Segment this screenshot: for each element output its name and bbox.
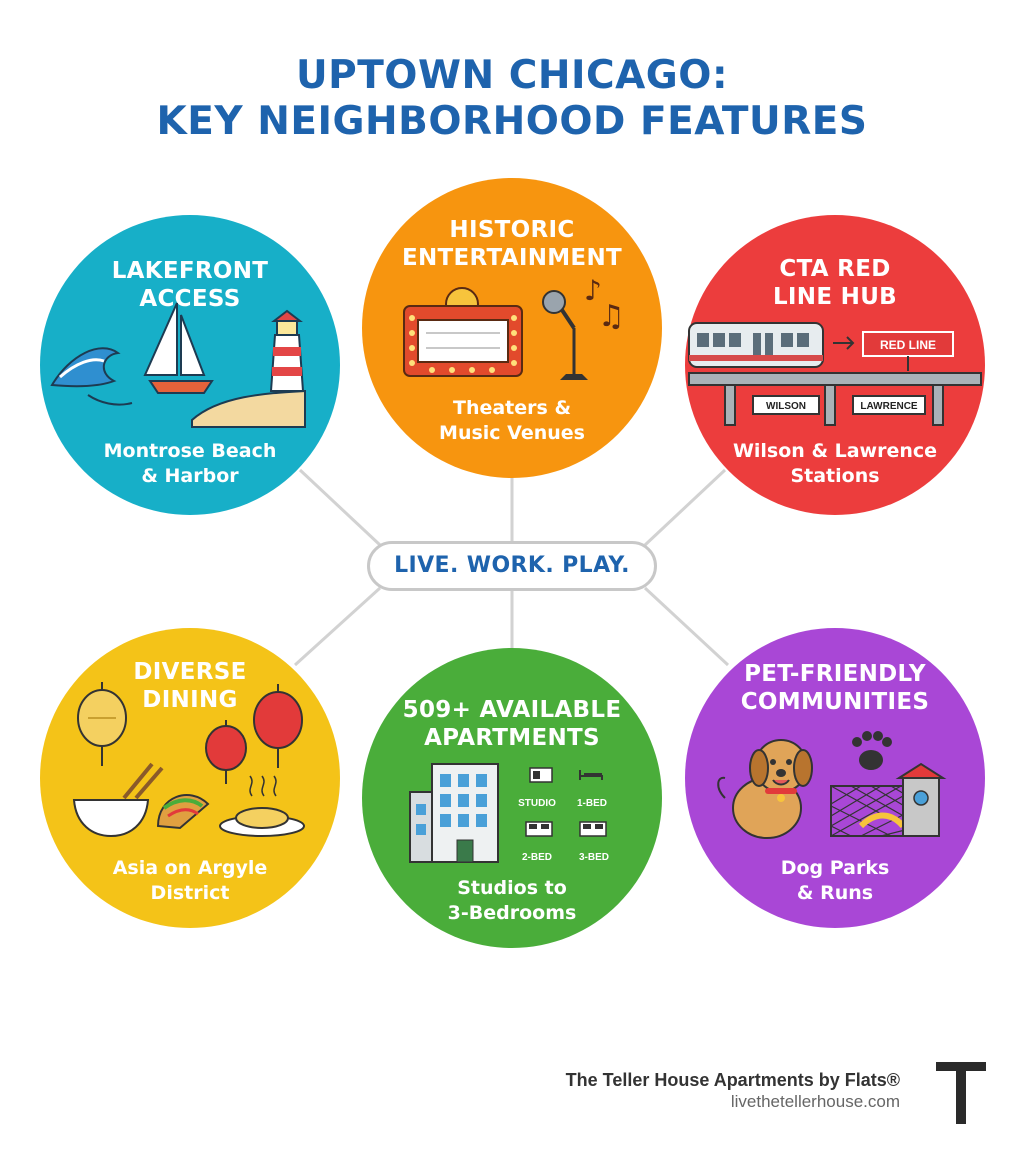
entertainment-subtitle-line2: Music Venues [439, 422, 585, 444]
two-bed-unit: 2-BED [522, 821, 553, 863]
entertainment-title-line1: HISTORIC [449, 217, 575, 243]
transit-title-line1: CTA RED [779, 256, 891, 282]
microphone-icon [542, 290, 588, 380]
noodle-bowl-icon [72, 762, 164, 838]
svg-text:STUDIO: STUDIO [518, 798, 556, 809]
lakefront-illustration [50, 302, 306, 428]
footer-website-link[interactable]: livethetellerhouse.com [730, 1092, 900, 1111]
svg-text:♫: ♫ [598, 299, 625, 334]
taco-icon [156, 794, 210, 830]
svg-text:2-BED: 2-BED [522, 852, 552, 863]
dining-subtitle-line1: Asia on Argyle [112, 857, 268, 879]
dog-icon [717, 739, 813, 839]
feature-transit: CTA RED LINE HUB RED LINE W [685, 215, 985, 515]
apartments-subtitle-line1: Studios to [457, 877, 567, 899]
arrow-icon [833, 336, 855, 350]
svg-text:1-BED: 1-BED [577, 798, 607, 809]
apartments-subtitle-line2: 3-Bedrooms [447, 902, 577, 924]
train-icon [688, 322, 824, 368]
feature-entertainment: HISTORIC ENTERTAINMENT ♪ ♫ Theaters & Mu… [362, 178, 662, 478]
three-bed-unit: 3-BED [579, 821, 609, 863]
sailboat-icon [143, 302, 214, 394]
wave-icon [50, 347, 133, 406]
building-icon [409, 763, 499, 863]
paw-print-icon [852, 731, 892, 770]
center-tagline: LIVE. WORK. PLAY. [367, 541, 657, 591]
entertainment-illustration: ♪ ♫ [403, 274, 625, 380]
pets-illustration [717, 731, 947, 839]
apartments-title-line1: 509+ AVAILABLE [402, 697, 622, 723]
station-sign-wilson: WILSON [752, 395, 820, 415]
dog-park-icon [830, 762, 947, 837]
transit-illustration: RED LINE WILSON LAWRENCE [688, 322, 982, 426]
pets-subtitle-line2: & Runs [796, 882, 874, 904]
entertainment-subtitle-line1: Theaters & [452, 397, 572, 419]
elevated-track [688, 372, 982, 426]
svg-text:♪: ♪ [584, 274, 602, 307]
theater-marquee-icon [403, 287, 523, 377]
dining-illustration [72, 682, 305, 838]
transit-subtitle-line1: Wilson & Lawrence [732, 440, 938, 462]
transit-title-line2: LINE HUB [772, 284, 898, 310]
studio-unit: STUDIO [518, 767, 556, 809]
dining-title-line2: DINING [142, 687, 238, 713]
dining-subtitle-line2: District [150, 882, 230, 904]
lighthouse-icon [269, 309, 305, 392]
feature-pets: PET-FRIENDLY COMMUNITIES Dog Parks [685, 628, 985, 928]
feature-dining: DIVERSE DINING [40, 628, 340, 928]
feature-lakefront: LAKEFRONT ACCESS Montrose Beach & Harbor [40, 215, 340, 515]
station-sign-lawrence: LAWRENCE [852, 395, 926, 415]
pets-title-line2: COMMUNITIES [740, 689, 930, 715]
lakefront-subtitle-line1: Montrose Beach [103, 440, 277, 462]
transit-subtitle-line2: Stations [790, 465, 880, 487]
apartments-title-line2: APARTMENTS [424, 725, 600, 751]
one-bed-unit: 1-BED [577, 770, 607, 809]
lakefront-subtitle-line2: & Harbor [141, 465, 239, 487]
pasta-plate-icon [219, 775, 305, 837]
pets-title-line1: PET-FRIENDLY [744, 661, 926, 687]
lantern-icon-left [77, 682, 127, 766]
footer-brand-name: The Teller House Apartments by Flats® [565, 1070, 900, 1090]
red-line-sign-label: RED LINE [880, 338, 936, 352]
music-notes-icon: ♪ ♫ [584, 274, 625, 334]
red-line-sign: RED LINE [862, 331, 954, 371]
svg-text:LAWRENCE: LAWRENCE [860, 401, 918, 412]
beach-icon [191, 389, 306, 428]
lantern-icon-right [253, 684, 303, 768]
dining-title-line1: DIVERSE [133, 659, 247, 685]
svg-text:3-BED: 3-BED [579, 852, 609, 863]
page-title-line1: UPTOWN CHICAGO: [295, 53, 729, 98]
apartments-illustration: STUDIO 1-BED 2-BED 3-BED [409, 763, 609, 863]
lakefront-title-line1: LAKEFRONT [111, 258, 269, 284]
page-title-line2: KEY NEIGHBORHOOD FEATURES [156, 99, 868, 144]
lakefront-title-line2: ACCESS [139, 286, 241, 312]
svg-text:WILSON: WILSON [766, 401, 806, 412]
pets-subtitle-line1: Dog Parks [780, 857, 890, 879]
entertainment-title-line2: ENTERTAINMENT [402, 245, 622, 271]
teller-logo-icon [936, 1062, 986, 1124]
lantern-icon-middle [205, 720, 247, 784]
feature-apartments: 509+ AVAILABLE APARTMENTS STUDIO 1-BED [362, 648, 662, 948]
